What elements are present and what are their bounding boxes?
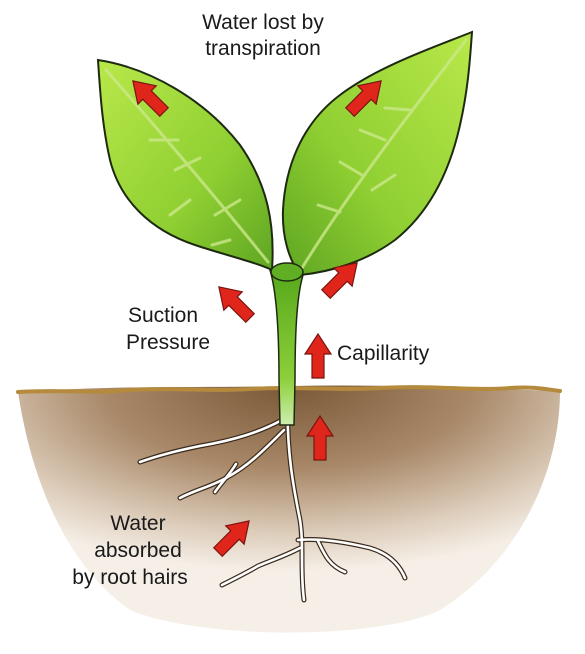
leaf-node — [271, 263, 303, 281]
arrow-suction-pressure — [210, 278, 259, 327]
arrow-capillarity — [305, 334, 331, 378]
right-leaf — [283, 32, 472, 275]
label-absorbed-line3: by root hairs — [72, 566, 188, 589]
label-transpiration-line1: Water lost by — [202, 11, 324, 34]
label-suction-line2: Pressure — [126, 331, 210, 354]
label-absorbed-line2: absorbed — [94, 539, 182, 562]
label-suction-line1: Suction — [128, 304, 198, 327]
label-absorbed-line1: Water — [110, 512, 165, 535]
label-capillarity: Capillarity — [337, 342, 430, 365]
left-leaf — [98, 60, 273, 270]
label-transpiration-line2: transpiration — [205, 37, 321, 60]
